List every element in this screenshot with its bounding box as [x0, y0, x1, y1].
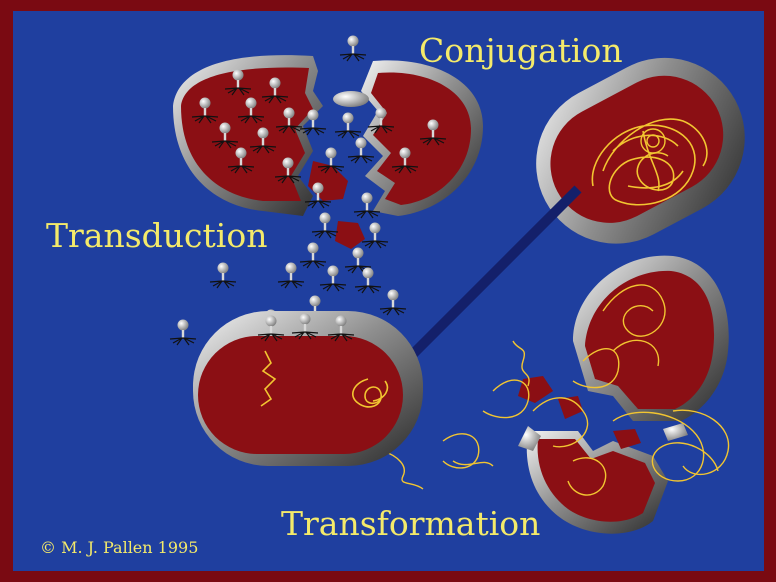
conjugation-label: Conjugation	[419, 31, 623, 70]
copyright-notice: © M. J. Pallen 1995	[40, 538, 198, 557]
conjugation-pilus	[391, 189, 578, 376]
transformation-label: Transformation	[281, 504, 540, 543]
transformation-donor-cell	[383, 256, 729, 534]
cell-debris-icon	[333, 91, 369, 107]
diagram-canvas: Conjugation Transduction Transformation …	[13, 11, 764, 571]
diagram-artwork	[13, 11, 764, 571]
transduction-label: Transduction	[46, 216, 267, 255]
